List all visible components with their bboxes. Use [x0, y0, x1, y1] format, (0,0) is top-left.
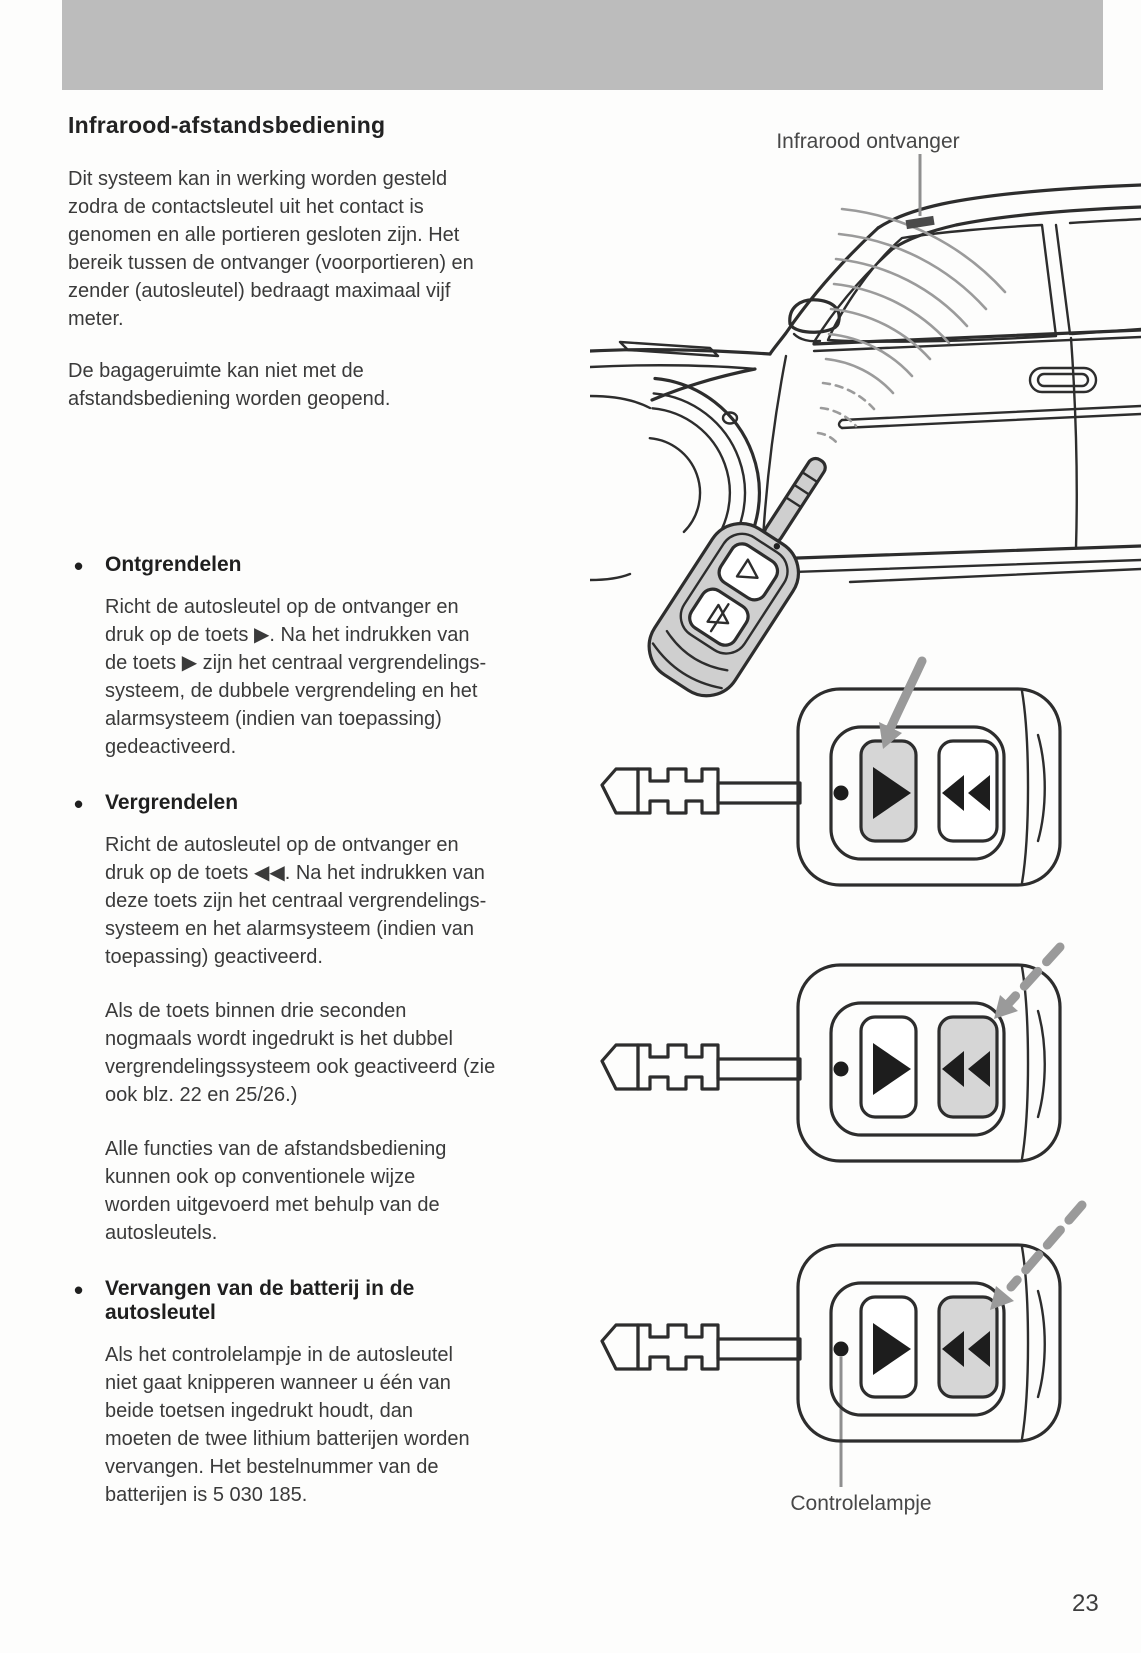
key-blade-shaft — [716, 781, 802, 805]
unlock-triangle-icon — [873, 767, 911, 819]
section-lock-paragraph-3: Alle functies van de afstandsbediening k… — [105, 1138, 447, 1244]
unlock-triangle-icon — [735, 558, 759, 580]
infrared-waves — [816, 207, 1007, 445]
section-unlock-paragraph: Richt de autosleutel op de ontvanger en … — [105, 596, 487, 758]
fob-face-panel — [829, 1001, 1006, 1137]
fob-end-band — [1020, 1245, 1030, 1441]
manual-text-column: Infrarood-afstandsbediening Dit systeem … — [68, 112, 584, 1535]
indicator-led — [833, 1341, 849, 1357]
door-handle — [1028, 366, 1098, 394]
fob-body — [796, 1243, 1062, 1443]
key-blade-tip — [600, 1043, 640, 1091]
lock-triangles-icon — [942, 775, 964, 811]
keyfob-figure-lock — [600, 942, 1065, 1163]
section-heading-battery: Vervangen van de batterij in de autosleu… — [68, 1275, 584, 1325]
section-battery-paragraph: Als het controlelampje in de autosleutel… — [105, 1344, 470, 1506]
infrared-receiver-label: Infrarood ontvanger — [776, 130, 960, 153]
key-blade-notches — [636, 1043, 720, 1091]
fob-face-panel — [829, 1281, 1006, 1417]
unlock-triangle-icon — [873, 1323, 911, 1375]
page-number: 23 — [1072, 1590, 1099, 1617]
fob-end-band — [1020, 689, 1030, 885]
lock-triangles-icon — [942, 1331, 964, 1367]
keyfob-figure-unlock — [600, 656, 1062, 887]
section-unlock: Ontgrendelen Richt de autosleutel op de … — [68, 551, 584, 761]
lock-button[interactable] — [937, 1015, 999, 1119]
key-blade-shaft — [716, 1337, 802, 1361]
key-blade-notches — [636, 1323, 720, 1371]
lock-button[interactable] — [937, 739, 999, 843]
car-figure — [590, 154, 1141, 698]
door-lock-keyhole — [721, 411, 739, 425]
unlock-triangle-icon — [873, 1043, 911, 1095]
fob-body — [796, 963, 1062, 1163]
infrared-receiver — [905, 215, 935, 230]
section-lock-paragraph-2: Als de toets binnen drie seconden nogmaa… — [105, 1000, 496, 1106]
section-heading-unlock: Ontgrendelen — [68, 551, 584, 582]
key-blade-notches — [636, 767, 720, 815]
lock-triangles-icon — [942, 1051, 964, 1087]
key-blade-tip — [600, 1323, 640, 1371]
keyfob-figure-lock-indicator — [600, 1200, 1087, 1487]
key-unlock-button[interactable] — [715, 539, 783, 604]
press-arrow-icon — [879, 656, 927, 749]
key-blade — [762, 456, 827, 544]
section-lock: Vergrendelen Richt de autosleutel op de … — [68, 789, 584, 1247]
indicator-led — [833, 785, 849, 801]
key-blade-shaft — [716, 1057, 802, 1081]
lock-button[interactable] — [937, 1295, 999, 1399]
car-outline — [590, 183, 1141, 584]
fob-face-panel — [829, 725, 1006, 861]
key-blade-tip — [600, 767, 640, 815]
keyfob-outline — [600, 1243, 1062, 1487]
indicator-lamp-label: Controlelampje — [790, 1492, 932, 1515]
section-heading-lock: Vergrendelen — [68, 789, 584, 820]
keyfob-outline — [600, 687, 1062, 887]
car-key-remote — [647, 456, 827, 698]
header-banner — [62, 0, 1103, 90]
side-mirror — [788, 298, 841, 334]
indicator-led — [833, 1061, 849, 1077]
press-arrow-icon — [990, 1200, 1087, 1310]
fob-end-band — [1020, 965, 1030, 1161]
keyfob-outline — [600, 963, 1062, 1163]
press-arrow-icon — [994, 942, 1065, 1019]
key-indicator-led — [773, 543, 781, 550]
intro-paragraph-1: Dit systeem kan in werking worden gestel… — [68, 168, 474, 330]
section-battery: Vervangen van de batterij in de autosleu… — [68, 1275, 584, 1509]
page-title: Infrarood-afstandsbediening — [68, 112, 386, 138]
fob-body — [796, 687, 1062, 887]
section-lock-paragraph-1: Richt de autosleutel op de ontvanger en … — [105, 834, 487, 968]
intro-paragraph-2: De bagageruimte kan niet met de afstands… — [68, 360, 391, 410]
